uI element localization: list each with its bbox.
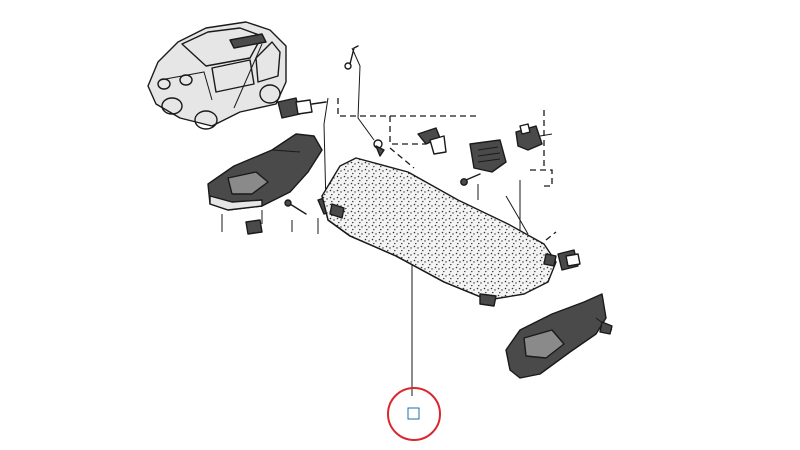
parcel-shelf [321, 157, 557, 307]
latch-pad [460, 139, 507, 186]
pivot-bolt-right [557, 249, 581, 271]
car-thumbnail [147, 21, 287, 130]
callout-marker[interactable] [387, 387, 441, 441]
leader-lines [221, 43, 557, 396]
callout-ring [387, 387, 441, 441]
clip-upper-right [515, 123, 553, 151]
right-trim-panel [505, 293, 613, 379]
callout-box[interactable] [407, 407, 420, 420]
hinge-bracket [373, 127, 447, 157]
left-trim-panel [207, 133, 323, 211]
cable-hook [344, 45, 359, 70]
pivot-bolt-left [277, 97, 327, 119]
